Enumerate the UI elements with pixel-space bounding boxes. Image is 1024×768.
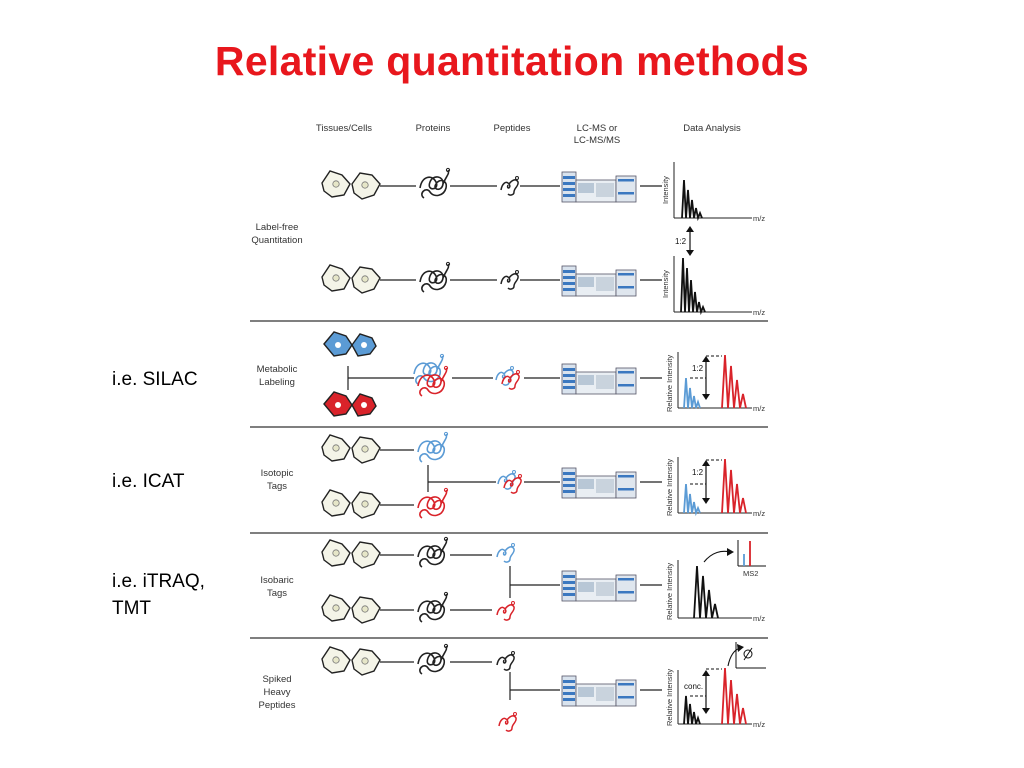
itraq-label-line1: i.e. iTRAQ, (112, 571, 205, 592)
metabolic-workflow (323, 331, 662, 417)
row-label-line: Tags (267, 481, 287, 492)
axis-label-intensity: Intensity (661, 176, 670, 204)
labelfree-workflow-a (321, 167, 662, 203)
row-label-isotopic: Isotopic Tags (261, 468, 294, 492)
row-label-isobaric: Isobaric Tags (260, 575, 294, 599)
ratio-label: 1:2 (675, 237, 687, 246)
protein-icon (417, 643, 449, 675)
cells-icon (321, 264, 381, 294)
row-label-line: Metabolic (257, 364, 298, 375)
row-label-line: Heavy (264, 687, 291, 698)
protein-icon (417, 431, 449, 463)
row-label-line: Label-free (256, 222, 299, 233)
col-header-lcmsms: LC-MS/MS (574, 135, 620, 146)
spectrum-isobaric: Relative Intensity m/z MS2 (665, 540, 766, 623)
isobaric-workflow (321, 536, 662, 624)
cells-icon (321, 646, 381, 676)
row-label-line: Peptides (259, 700, 296, 711)
peptide-icon (500, 269, 520, 290)
itraq-label-line2: TMT (112, 598, 152, 619)
spectrum-labelfree-b: Intensity m/z (661, 256, 765, 317)
protein-icon (419, 167, 451, 199)
col-header-data-analysis: Data Analysis (683, 123, 741, 134)
probe-icon (743, 649, 753, 659)
protein-icon (417, 487, 449, 519)
lcms-instrument-icon (561, 675, 637, 707)
axis-label-relative-intensity: Relative Intensity (665, 459, 674, 516)
row-label-line: Isobaric (260, 575, 294, 586)
col-header-lcms: LC-MS or (577, 123, 618, 134)
row-label-line: Labeling (259, 377, 295, 388)
light-cells-icon (323, 331, 377, 357)
lcms-instrument-icon (561, 171, 637, 203)
labelfree-ratio: 1:2 (675, 226, 694, 256)
axis-label-mz: m/z (753, 404, 765, 413)
axis-label-mz: m/z (753, 614, 765, 623)
row-label-line: Quantitation (251, 235, 302, 246)
lcms-instrument-icon (561, 363, 637, 395)
cells-icon (321, 594, 381, 624)
cells-icon (321, 170, 381, 200)
peptide-icon (495, 365, 515, 386)
axis-label-mz: m/z (753, 214, 765, 223)
col-header-proteins: Proteins (416, 123, 451, 134)
heavy-cells-icon (323, 391, 377, 417)
lcms-instrument-icon (561, 467, 637, 499)
spiked-workflow (321, 643, 662, 732)
spectrum-spiked: Relative Intensity m/z conc. (665, 642, 766, 729)
spectrum-isotopic: Relative Intensity m/z 1:2 (665, 457, 765, 518)
labelfree-workflow-b (321, 261, 662, 297)
silac-label: i.e. SILAC (112, 369, 198, 390)
page-title: Relative quantitation methods (214, 38, 810, 84)
peptide-icon (497, 469, 517, 490)
lcms-instrument-icon (561, 570, 637, 602)
peptide-icon (496, 650, 516, 671)
axis-label-ms2: MS2 (743, 569, 758, 578)
col-header-peptides: Peptides (494, 123, 531, 134)
row-label-metabolic: Metabolic Labeling (257, 364, 298, 388)
peptide-icon (496, 542, 516, 563)
cells-icon (321, 489, 381, 519)
cells-icon (321, 539, 381, 569)
spectrum-labelfree-a: Intensity m/z (661, 162, 765, 223)
icat-label: i.e. ICAT (112, 471, 185, 492)
peptide-icon (500, 175, 520, 196)
ratio-label: 1:2 (692, 364, 704, 373)
row-label-line: Isotopic (261, 468, 294, 479)
protein-icon (417, 536, 449, 568)
ratio-label: 1:2 (692, 468, 704, 477)
axis-label-mz: m/z (753, 308, 765, 317)
itraq-label: i.e. iTRAQ, TMT (112, 568, 205, 622)
peptide-icon (498, 711, 518, 732)
protein-icon (419, 261, 451, 293)
axis-label-intensity: Intensity (661, 270, 670, 298)
conc-label: conc. (684, 682, 703, 691)
axis-label-mz: m/z (753, 720, 765, 729)
row-label-line: Tags (267, 588, 287, 599)
row-label-line: Spiked (262, 674, 291, 685)
isotopic-workflow (321, 431, 662, 519)
row-label-labelfree: Label-free Quantitation (251, 222, 302, 246)
cells-icon (321, 434, 381, 464)
protein-icon (417, 591, 449, 623)
peptide-icon (496, 600, 516, 621)
lcms-instrument-icon (561, 265, 637, 297)
axis-label-relative-intensity: Relative Intensity (665, 355, 674, 412)
axis-label-mz: m/z (753, 509, 765, 518)
col-header-tissues: Tissues/Cells (316, 123, 372, 134)
spectrum-metabolic: Relative Intensity m/z 1:2 (665, 352, 765, 413)
row-label-spiked: Spiked Heavy Peptides (259, 674, 296, 711)
axis-label-relative-intensity: Relative Intensity (665, 563, 674, 620)
axis-label-relative-intensity: Relative Intensity (665, 669, 674, 726)
